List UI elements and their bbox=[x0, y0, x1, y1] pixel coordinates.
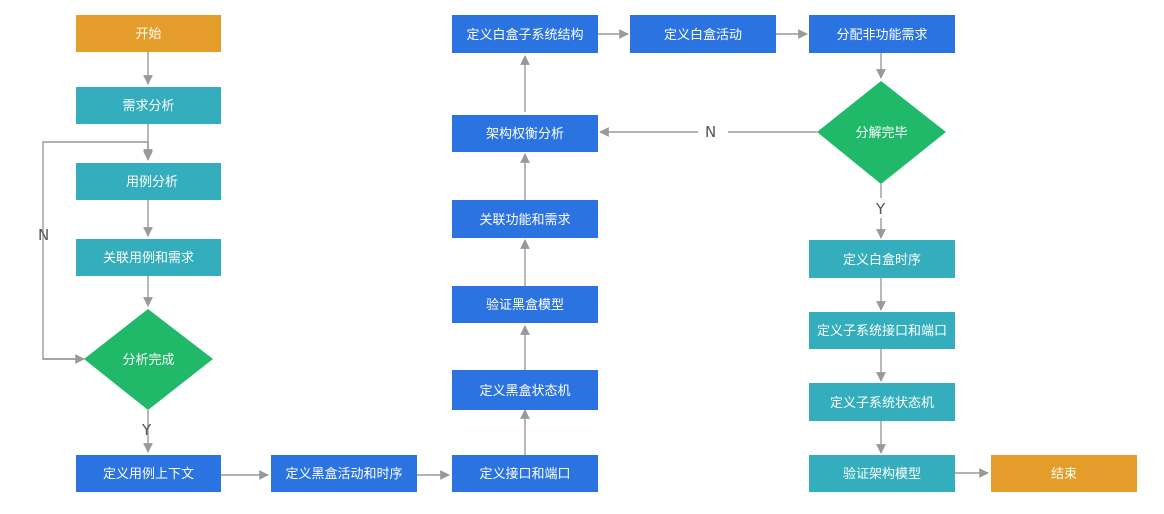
node-define-usecase-context-label: 定义用例上下文 bbox=[103, 467, 194, 482]
node-analysis-done[interactable]: 分析完成 bbox=[84, 309, 213, 410]
edge-label-no-2: N bbox=[705, 123, 716, 141]
node-define-bb-activity-seq[interactable]: 定义黑盒活动和时序 bbox=[271, 455, 417, 492]
node-end-label: 结束 bbox=[1051, 467, 1077, 482]
edge-label-yes-2: Y bbox=[875, 200, 886, 218]
edges bbox=[42, 29, 989, 480]
edge-label-no-1: N bbox=[38, 226, 49, 244]
node-define-interface-port[interactable]: 定义接口和端口 bbox=[452, 455, 598, 492]
node-link-func-req-label: 关联功能和需求 bbox=[479, 213, 570, 228]
node-define-subsys-statemachine[interactable]: 定义子系统状态机 bbox=[809, 383, 955, 421]
node-usecase-analysis[interactable]: 用例分析 bbox=[76, 163, 221, 200]
node-define-bb-statemachine[interactable]: 定义黑盒状态机 bbox=[452, 370, 598, 410]
node-decompose-done-label: 分解完毕 bbox=[855, 126, 907, 141]
node-link-usecase-req[interactable]: 关联用例和需求 bbox=[76, 239, 221, 276]
node-link-usecase-req-label: 关联用例和需求 bbox=[103, 251, 194, 266]
node-usecase-analysis-label: 用例分析 bbox=[126, 175, 178, 190]
node-req-analysis[interactable]: 需求分析 bbox=[76, 87, 221, 124]
node-define-wb-sequence[interactable]: 定义白盒时序 bbox=[809, 240, 955, 278]
node-define-usecase-context[interactable]: 定义用例上下文 bbox=[76, 455, 221, 492]
node-define-interface-port-label: 定义接口和端口 bbox=[479, 466, 570, 482]
node-define-bb-activity-seq-label: 定义黑盒活动和时序 bbox=[285, 466, 402, 482]
node-define-wb-sequence-label: 定义白盒时序 bbox=[843, 252, 921, 268]
node-decompose-done[interactable]: 分解完毕 bbox=[817, 81, 946, 184]
node-arch-tradeoff-label: 架构权衡分析 bbox=[486, 126, 564, 142]
node-define-wb-activity-label: 定义白盒活动 bbox=[664, 27, 742, 43]
node-define-wb-subsystem-label: 定义白盒子系统结构 bbox=[466, 27, 583, 43]
node-define-subsys-interface-port[interactable]: 定义子系统接口和端口 bbox=[809, 312, 955, 349]
node-define-bb-statemachine-label: 定义黑盒状态机 bbox=[479, 383, 570, 399]
node-define-subsys-statemachine-label: 定义子系统状态机 bbox=[830, 396, 934, 411]
node-verify-bb-model-label: 验证黑盒模型 bbox=[486, 297, 564, 313]
node-define-wb-activity[interactable]: 定义白盒活动 bbox=[630, 15, 776, 53]
node-verify-arch-model-label: 验证架构模型 bbox=[843, 466, 921, 482]
node-end[interactable]: 结束 bbox=[991, 455, 1137, 492]
node-start-label: 开始 bbox=[135, 27, 161, 42]
node-define-wb-subsystem[interactable]: 定义白盒子系统结构 bbox=[452, 15, 598, 53]
node-link-func-req[interactable]: 关联功能和需求 bbox=[452, 200, 598, 238]
node-alloc-nonfunc-req[interactable]: 分配非功能需求 bbox=[809, 15, 955, 53]
node-start[interactable]: 开始 bbox=[76, 15, 221, 52]
node-analysis-done-label: 分析完成 bbox=[122, 353, 174, 368]
node-alloc-nonfunc-req-label: 分配非功能需求 bbox=[836, 28, 927, 43]
node-arch-tradeoff[interactable]: 架构权衡分析 bbox=[452, 115, 598, 152]
node-verify-bb-model[interactable]: 验证黑盒模型 bbox=[452, 286, 598, 323]
node-req-analysis-label: 需求分析 bbox=[122, 99, 174, 114]
node-define-subsys-interface-port-label: 定义子系统接口和端口 bbox=[817, 323, 947, 339]
node-verify-arch-model[interactable]: 验证架构模型 bbox=[809, 455, 955, 492]
edge-label-yes-1: Y bbox=[141, 421, 152, 439]
